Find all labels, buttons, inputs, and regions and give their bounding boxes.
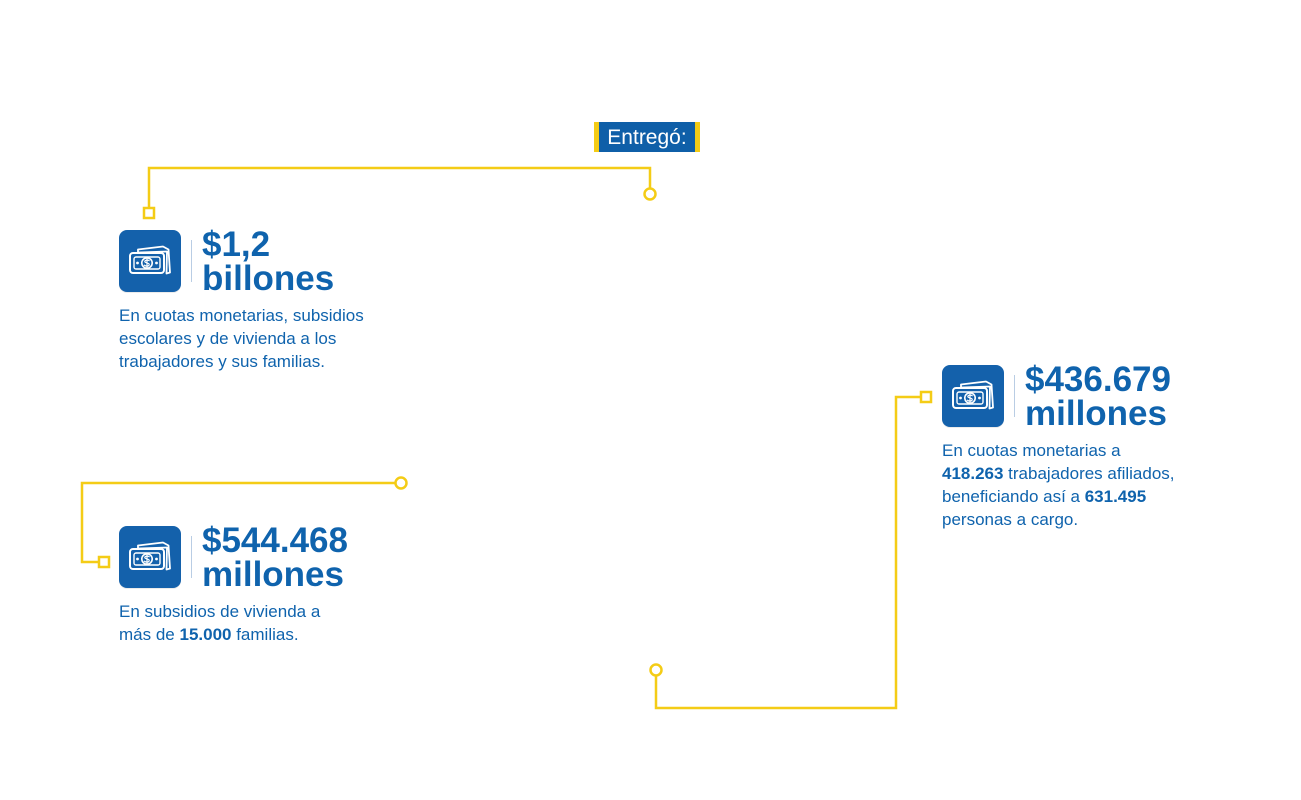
money-bill-icon (952, 380, 994, 410)
stat-description-suffix: familias. (231, 625, 299, 644)
money-icon-tile (119, 526, 181, 588)
stat-description-line-2: escolares y de vivienda a los (119, 329, 337, 348)
connector-to-third-stat (654, 395, 921, 710)
stat-description-line-3: beneficiando así a 631.495 (942, 485, 1242, 508)
stat-value-line-1: $544.468 (202, 521, 348, 560)
stat-description-line-1: En cuotas monetarias a (942, 441, 1121, 460)
stat-card-cuotas-monetarias: $436.679 millones En cuotas monetarias a… (942, 360, 1242, 531)
stat-description-suffix: trabajadores afiliados, (1003, 464, 1175, 483)
stat-description: En subsidios de vivienda a más de 15.000… (119, 600, 439, 646)
stat-value-line-2: millones (202, 555, 344, 594)
stat-card-vivienda: $544.468 millones En subsidios de vivien… (119, 521, 439, 646)
stat-description: En cuotas monetarias, subsidios escolare… (119, 304, 439, 373)
stat-value: $1,2 billones (202, 225, 335, 298)
stat-value-line-1: $436.679 (1025, 360, 1171, 399)
stat-description-highlight: 15.000 (179, 625, 232, 644)
connector-node-second-stat (97, 555, 111, 569)
connector-node-third-stat (919, 390, 933, 404)
stat-description-highlight: 631.495 (1084, 487, 1147, 506)
stat-description-prefix: más de (119, 625, 180, 644)
stat-description-line-1: En subsidios de vivienda a (119, 602, 321, 621)
stat-value: $544.468 millones (202, 521, 348, 594)
stat-description-line-3: trabajadores y sus familias. (119, 352, 325, 371)
stat-description-prefix: beneficiando así a (942, 487, 1085, 506)
stat-header: $1,2 billones (119, 225, 439, 298)
stat-divider (191, 240, 192, 282)
stat-value-line-2: billones (202, 259, 335, 298)
stat-header: $436.679 millones (942, 360, 1242, 433)
connector-node-second-top (394, 476, 408, 490)
header-badge: Entregó: (594, 122, 700, 152)
stat-divider (191, 536, 192, 578)
stat-description-line-1: En cuotas monetarias, subsidios (119, 306, 364, 325)
stat-header: $544.468 millones (119, 521, 439, 594)
stat-description-line-2: más de 15.000 familias. (119, 623, 439, 646)
money-icon-tile (119, 230, 181, 292)
stat-card-billones: $1,2 billones En cuotas monetarias, subs… (119, 225, 439, 373)
stat-value-line-1: $1,2 (202, 225, 271, 264)
money-bill-icon (129, 541, 171, 571)
connector-node-third-bottom (649, 663, 663, 677)
stat-description-line-4: personas a cargo. (942, 510, 1079, 529)
connector-node-header (643, 187, 657, 201)
stat-value-line-2: millones (1025, 394, 1167, 433)
stat-value: $436.679 millones (1025, 360, 1171, 433)
stat-description-highlight: 418.263 (942, 464, 1004, 483)
stat-description: En cuotas monetarias a 418.263 trabajado… (942, 439, 1242, 531)
stat-divider (1014, 375, 1015, 417)
connector-node-first-stat (142, 206, 156, 220)
connector-header-to-first-stat (147, 166, 652, 208)
money-bill-icon (129, 245, 171, 275)
money-icon-tile (942, 365, 1004, 427)
stat-description-line-2: 418.263 trabajadores afiliados, (942, 462, 1242, 485)
